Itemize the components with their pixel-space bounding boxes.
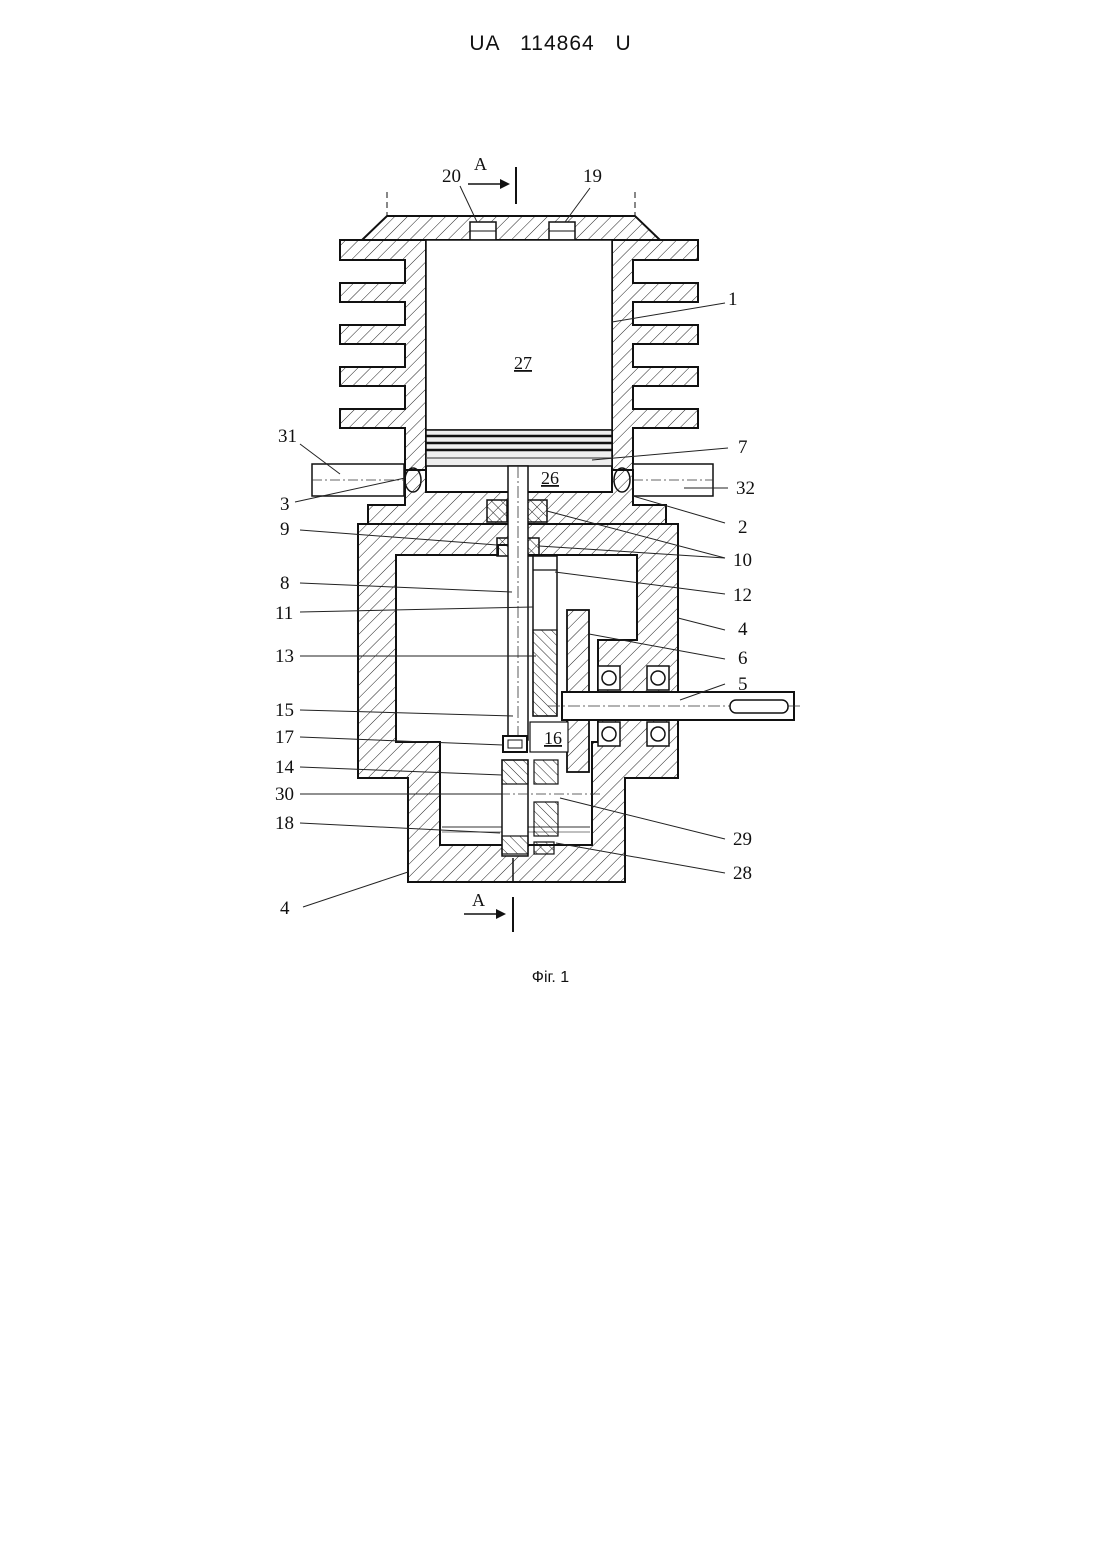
pin-17	[503, 736, 527, 752]
callout-5: 5	[738, 674, 748, 695]
cylinder-fins-right	[612, 240, 698, 470]
section-marker-bottom: A	[464, 890, 513, 932]
callout-8: 8	[280, 573, 290, 594]
callout-31: 31	[278, 426, 297, 447]
cylinder-head	[362, 192, 660, 240]
cylinder-fins-left	[340, 240, 426, 470]
technical-drawing: A A 27	[0, 0, 1101, 1000]
callout-19: 19	[583, 166, 602, 187]
callout-13: 13	[275, 646, 294, 667]
callout-10: 10	[733, 550, 752, 571]
callout-20: 20	[442, 166, 461, 187]
shaft-5	[548, 692, 802, 720]
callout-30: 30	[275, 784, 294, 805]
svg-text:A: A	[474, 154, 487, 174]
figure-caption: Фіг. 1	[0, 969, 1101, 987]
svg-text:27: 27	[514, 353, 532, 373]
callout-17: 17	[275, 727, 294, 748]
callout-9: 9	[280, 519, 290, 540]
callout-18: 18	[275, 813, 294, 834]
callout-6: 6	[738, 648, 748, 669]
section-marker-top: A	[468, 154, 516, 204]
rack-gear	[533, 556, 557, 716]
connecting-rod	[508, 466, 528, 740]
callout-14: 14	[275, 757, 295, 778]
label-26: 26	[541, 468, 559, 488]
callout-32: 32	[736, 478, 755, 499]
svg-text:A: A	[472, 890, 485, 910]
callout-1: 1	[728, 289, 738, 310]
svg-text:16: 16	[544, 728, 562, 748]
callout-28: 28	[733, 863, 752, 884]
callout-4-right: 4	[738, 619, 748, 640]
callout-15: 15	[275, 700, 294, 721]
callout-3: 3	[280, 494, 290, 515]
callout-4-bottom: 4	[280, 898, 290, 919]
piston	[426, 430, 612, 466]
callout-11: 11	[275, 603, 293, 624]
callout-12: 12	[733, 585, 752, 606]
working-chamber: 27	[426, 240, 612, 430]
callout-2: 2	[738, 517, 748, 538]
guide-block-16: 16	[530, 722, 568, 752]
callout-7: 7	[738, 437, 748, 458]
crosshead	[500, 760, 600, 856]
callout-29: 29	[733, 829, 752, 850]
